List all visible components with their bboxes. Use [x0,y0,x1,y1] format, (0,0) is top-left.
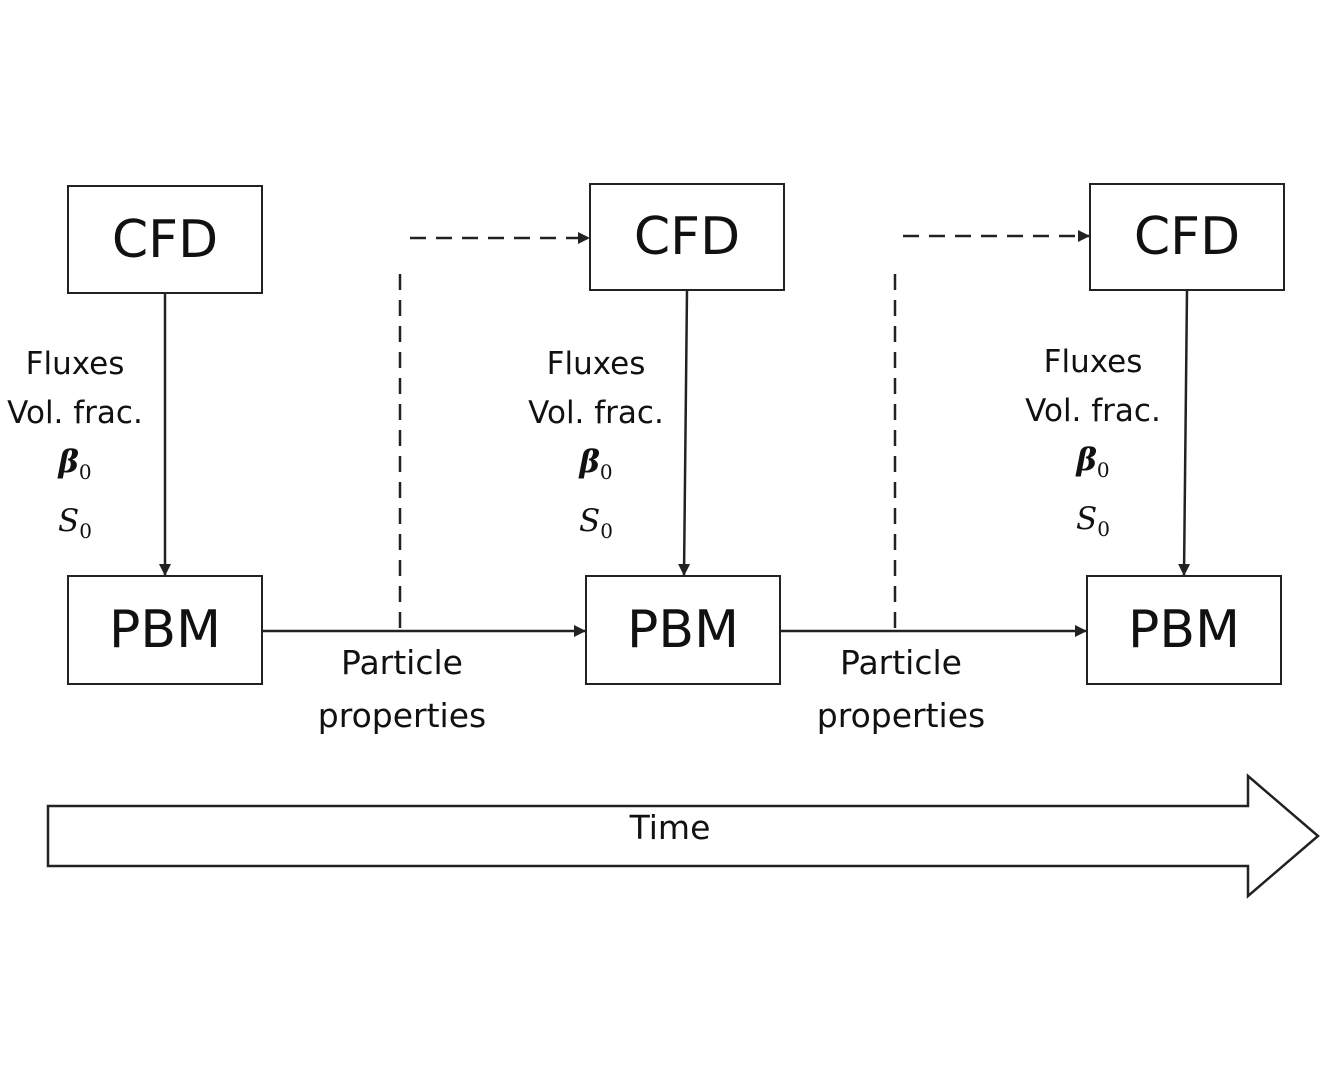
pbm-box-2: PBM [585,575,781,685]
cfd-label: CFD [111,209,219,270]
cfd-to-pbm-arrow-3 [1178,289,1191,576]
pbm-box-3: PBM [1086,575,1282,685]
cfd-to-pbm-arrow-2 [678,289,691,576]
beta-symbol: β0 [1076,442,1110,483]
flow-line-fluxes: Fluxes [1043,344,1143,380]
s-symbol: S0 [579,503,613,544]
cfd-outputs-1: Fluxes Vol. frac. β0 S0 [0,340,195,556]
particle-properties-label-1: Particle properties [317,643,487,735]
pbm-label: PBM [627,600,739,660]
time-label: Time [629,808,711,847]
beta-symbol: β0 [58,444,92,485]
cfd-label: CFD [633,207,741,267]
flow-line-vol-frac: Vol. frac. [528,395,664,431]
time-arrow [46,773,1320,899]
cfd-box-3: CFD [1089,183,1285,291]
flow-line-vol-frac: Vol. frac. [1025,393,1161,429]
cfd-outputs-3: Fluxes Vol. frac. β0 S0 [973,338,1213,554]
flow-line-fluxes: Fluxes [546,346,646,382]
pbm-label: PBM [1128,600,1240,660]
cfd-label: CFD [1133,207,1241,267]
pbm-box-1: PBM [67,575,263,685]
flow-line-fluxes: Fluxes [25,346,125,382]
beta-symbol: β0 [579,444,613,485]
s-symbol: S0 [1076,501,1110,542]
pbm-label: PBM [109,600,221,660]
s-symbol: S0 [58,503,92,544]
cfd-box-2: CFD [589,183,785,291]
particle-properties-label-2: Particle properties [816,643,986,735]
cfd-box-1: CFD [67,185,263,294]
flow-line-vol-frac: Vol. frac. [7,395,143,431]
cfd-outputs-2: Fluxes Vol. frac. β0 S0 [476,340,716,556]
